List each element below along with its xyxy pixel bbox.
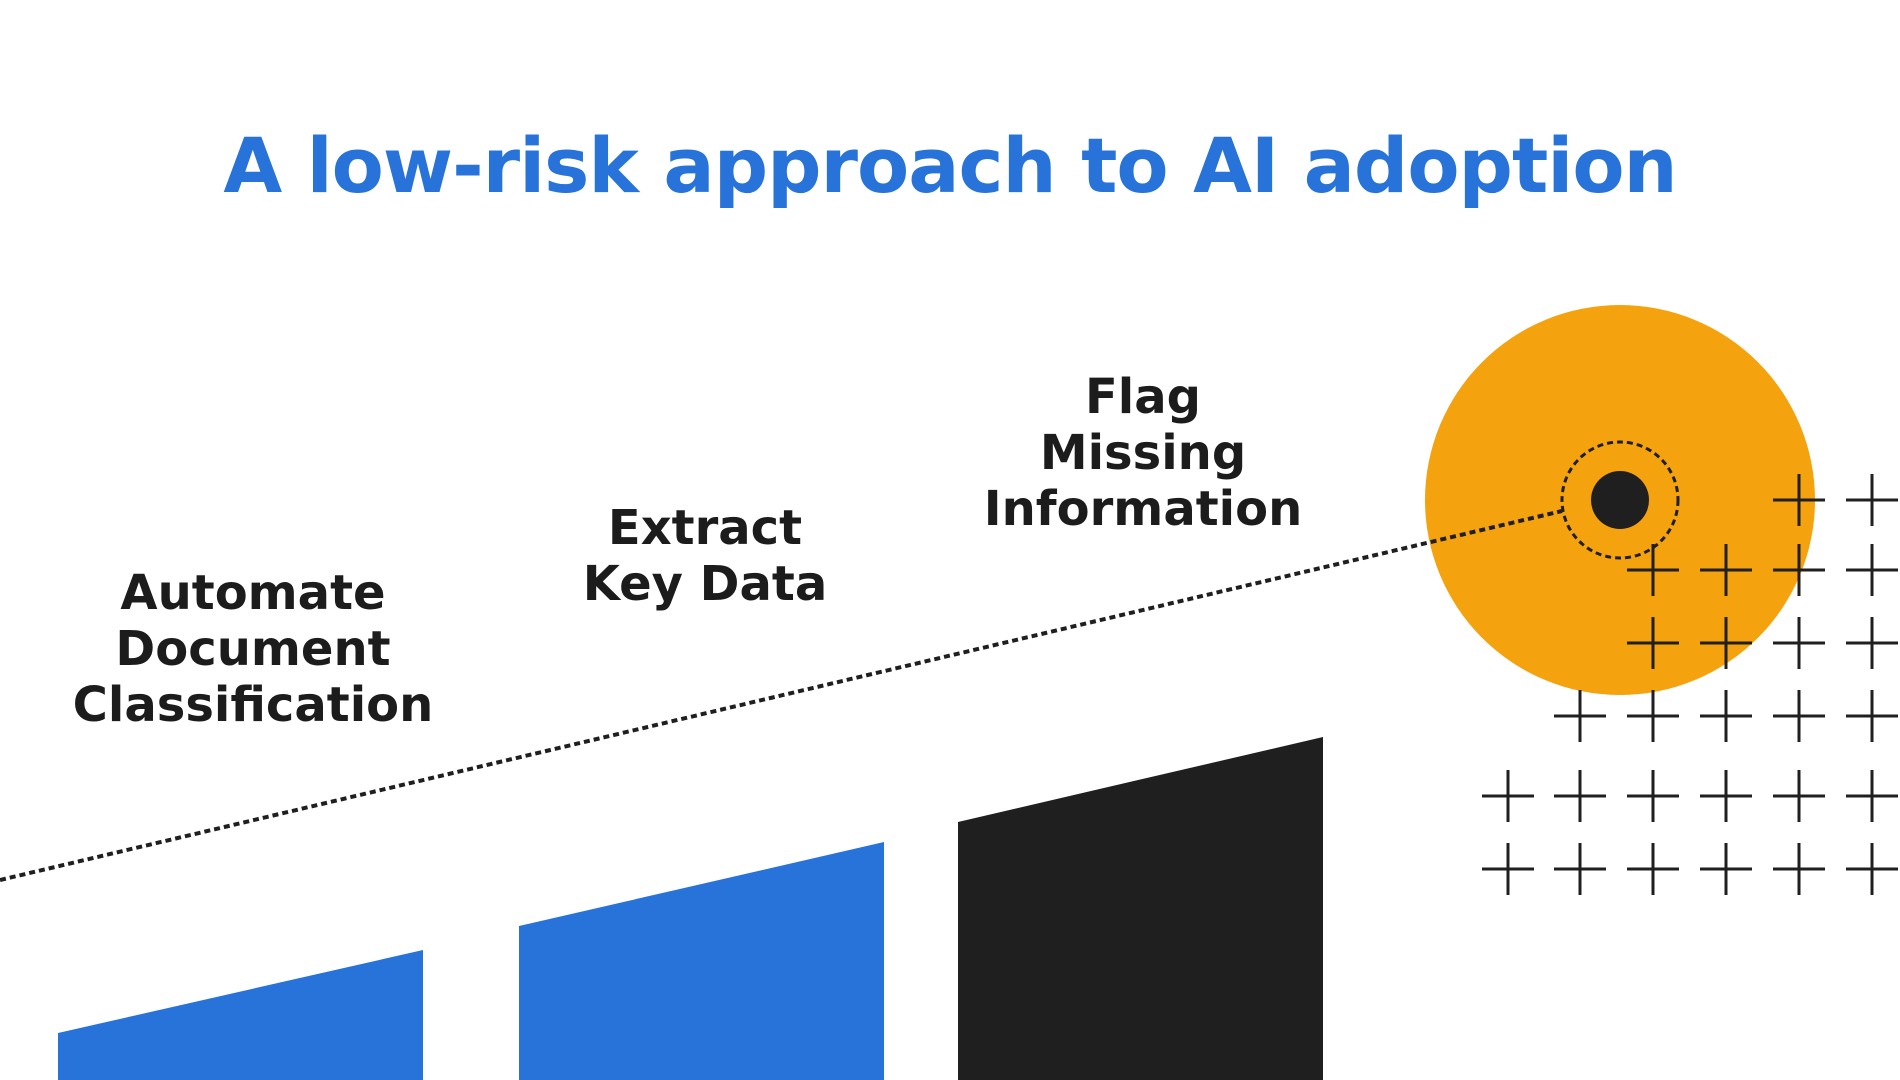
step-bar-1 xyxy=(58,950,423,1080)
plus-icon xyxy=(1700,770,1752,822)
plus-icon xyxy=(1773,843,1825,895)
step-label-flag: Flag Missing Information xyxy=(960,369,1326,537)
plus-icon xyxy=(1773,544,1825,596)
step-label-line: Classification xyxy=(72,677,434,733)
step-label-line: Automate xyxy=(120,565,386,621)
plus-icon xyxy=(1700,690,1752,742)
step-label-automate: Automate Document Classification xyxy=(40,565,466,733)
plus-icon xyxy=(1773,474,1825,526)
step-label-line: Flag xyxy=(1085,369,1201,425)
step-label-line: Key Data xyxy=(582,556,828,612)
plus-icon xyxy=(1554,690,1606,742)
plus-icon xyxy=(1846,690,1898,742)
step-bar-3 xyxy=(958,737,1323,1080)
plus-icon xyxy=(1700,544,1752,596)
plus-icon xyxy=(1773,617,1825,669)
plus-icon xyxy=(1482,770,1534,822)
plus-icon xyxy=(1846,843,1898,895)
plus-icon xyxy=(1846,474,1898,526)
step-label-line: Missing xyxy=(1039,425,1247,481)
slide-title: A low-risk approach to AI adoption xyxy=(223,121,1677,210)
step-label-extract: Extract Key Data xyxy=(540,500,870,612)
plus-icon xyxy=(1554,770,1606,822)
plus-icon xyxy=(1554,843,1606,895)
plus-icon xyxy=(1773,690,1825,742)
plus-icon xyxy=(1482,843,1534,895)
plus-icon xyxy=(1846,617,1898,669)
plus-icon xyxy=(1627,770,1679,822)
step-label-line: Document xyxy=(115,621,391,677)
step-label-line: Information xyxy=(983,481,1303,537)
step-bar-2 xyxy=(519,842,884,1080)
plus-icon xyxy=(1846,770,1898,822)
dashed-trend-line xyxy=(0,509,1563,882)
plus-icon xyxy=(1627,544,1679,596)
plus-icon xyxy=(1627,690,1679,742)
plus-icon xyxy=(1627,617,1679,669)
plus-icon xyxy=(1773,770,1825,822)
target-dot xyxy=(1591,471,1649,529)
plus-icon xyxy=(1846,544,1898,596)
step-label-line: Extract xyxy=(607,500,803,556)
target-ring xyxy=(1560,440,1680,560)
plus-grid-pattern xyxy=(1482,474,1898,895)
plus-icon xyxy=(1627,843,1679,895)
plus-icon xyxy=(1700,617,1752,669)
plus-icon xyxy=(1700,843,1752,895)
